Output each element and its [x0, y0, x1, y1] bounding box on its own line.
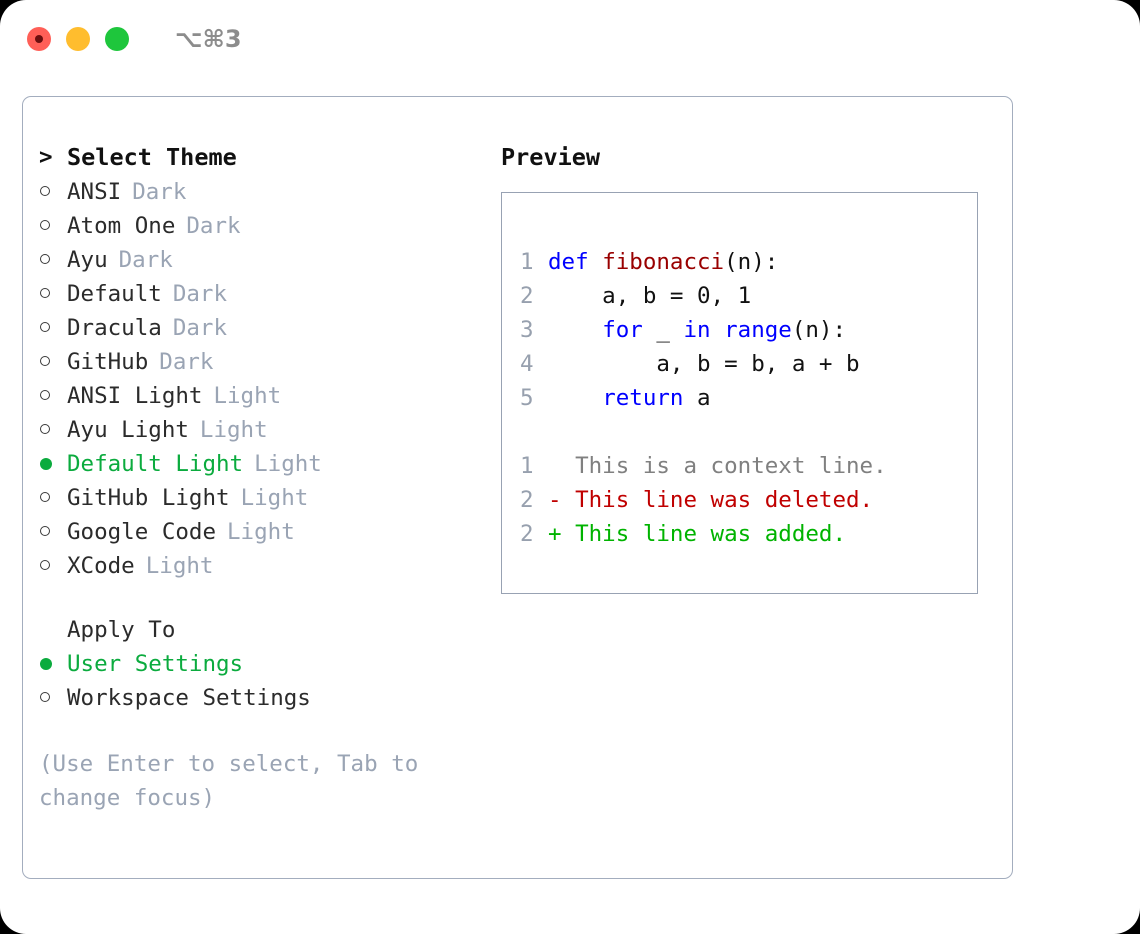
theme-name: ANSI Light [67, 383, 203, 409]
preview-title: Preview [501, 143, 601, 171]
code-token: (n): [791, 317, 847, 343]
theme-name: ANSI [67, 179, 122, 205]
code-token: This is a context line. [548, 453, 887, 479]
theme-variant-tag: Light [240, 485, 309, 511]
diff-line: 2 - This line was deleted. [520, 483, 887, 517]
line-number: 1 [520, 249, 534, 275]
code-line: 5 return a [520, 381, 887, 415]
code-token [548, 313, 602, 347]
theme-variant-tag: Light [145, 553, 214, 579]
code-token: for [602, 317, 643, 343]
code-token: fibonacci [602, 249, 725, 275]
code-token: - This line was deleted. [548, 487, 874, 513]
theme-list-item[interactable]: XCode Light [39, 549, 489, 583]
theme-list-item[interactable]: Atom One Dark [39, 209, 489, 243]
code-token: a, b = b, a + b [548, 351, 860, 377]
theme-variant-tag: Dark [118, 247, 173, 273]
keyboard-hint-text: (Use Enter to select, Tab to change focu… [39, 751, 432, 811]
prompt-caret-icon: > [39, 143, 53, 170]
theme-name: GitHub Light [67, 485, 230, 511]
theme-name: Dracula [67, 315, 162, 341]
diff-line: 1 This is a context line. [520, 449, 887, 483]
theme-variant-tag: Dark [172, 315, 228, 341]
theme-name: GitHub [67, 349, 149, 375]
theme-name: XCode [67, 553, 135, 579]
theme-variant-tag: Light [213, 383, 282, 409]
apply-to-option[interactable]: User Settings [39, 647, 489, 681]
theme-name: Google Code [67, 519, 217, 545]
code-token: (n): [724, 249, 779, 275]
code-token: + This line was added. [548, 521, 847, 547]
code-token: in [683, 317, 711, 343]
theme-list-item[interactable]: Default Dark [39, 277, 489, 311]
code-line: 4 a, b = b, a + b [520, 347, 887, 381]
apply-to-option[interactable]: Workspace Settings [39, 681, 489, 715]
theme-list-item[interactable]: GitHub Light Light [39, 481, 489, 515]
theme-variant-tag: Dark [132, 179, 187, 205]
code-token: a, b = 0, 1 [548, 283, 752, 309]
code-token: return [602, 385, 684, 411]
title-bar: ⌥⌘3 [0, 0, 1140, 78]
theme-list-item[interactable]: Dracula Dark [39, 311, 489, 345]
code-token: def [548, 249, 603, 275]
apply-to-option-label: Workspace Settings [67, 685, 311, 711]
spacer [39, 583, 489, 613]
theme-list-item[interactable]: Google Code Light [39, 515, 489, 549]
window-controls [27, 27, 129, 51]
page-title: Select Theme [67, 143, 237, 171]
line-number: 5 [520, 385, 534, 411]
apply-to-option-label: User Settings [67, 651, 244, 677]
minimize-button-icon[interactable] [66, 27, 90, 51]
theme-list-item[interactable]: Default Light Light [39, 447, 489, 481]
theme-variant-tag: Light [254, 451, 322, 477]
theme-variant-tag: Dark [186, 213, 241, 239]
spacer [39, 715, 489, 733]
theme-name: Ayu Light [67, 417, 189, 443]
code-token [548, 381, 602, 415]
apply-to-label: Apply To [67, 617, 176, 643]
maximize-button-icon[interactable] [105, 27, 129, 51]
code-token: a [683, 385, 711, 411]
theme-list-item[interactable]: Ayu Dark [39, 243, 489, 277]
theme-picker-header: > Select Theme [39, 139, 489, 175]
code-line: 3 for _ in range(n): [520, 313, 887, 347]
close-button-icon[interactable] [27, 27, 51, 51]
code-line: 2 a, b = 0, 1 [520, 279, 887, 313]
line-number: 3 [520, 317, 534, 343]
code-blank-line [520, 415, 887, 449]
theme-variant-tag: Dark [159, 349, 214, 375]
line-number: 2 [520, 521, 534, 547]
keyboard-shortcut-label: ⌥⌘3 [175, 25, 242, 53]
line-number: 1 [520, 453, 534, 479]
theme-name: Default Light [67, 451, 244, 477]
theme-list-item[interactable]: Ayu Light Light [39, 413, 489, 447]
line-number: 2 [520, 487, 534, 513]
line-number: 4 [520, 351, 534, 377]
theme-variant-tag: Dark [172, 281, 228, 307]
close-dot-icon [35, 35, 43, 43]
theme-name: Atom One [67, 213, 176, 239]
theme-list-item[interactable]: ANSI Light Light [39, 379, 489, 413]
theme-list-item[interactable]: ANSI Dark [39, 175, 489, 209]
theme-list-item[interactable]: GitHub Dark [39, 345, 489, 379]
code-token: _ [642, 317, 684, 343]
theme-variant-tag: Light [199, 417, 268, 443]
diff-line: 2 + This line was added. [520, 517, 887, 551]
line-number: 2 [520, 283, 534, 309]
code-line: 1 def fibonacci(n): [520, 245, 887, 279]
theme-variant-tag: Light [227, 519, 295, 545]
theme-name: Ayu [67, 247, 108, 273]
theme-name: Default [67, 281, 162, 307]
code-token: range [724, 317, 792, 343]
code-token [711, 313, 725, 347]
